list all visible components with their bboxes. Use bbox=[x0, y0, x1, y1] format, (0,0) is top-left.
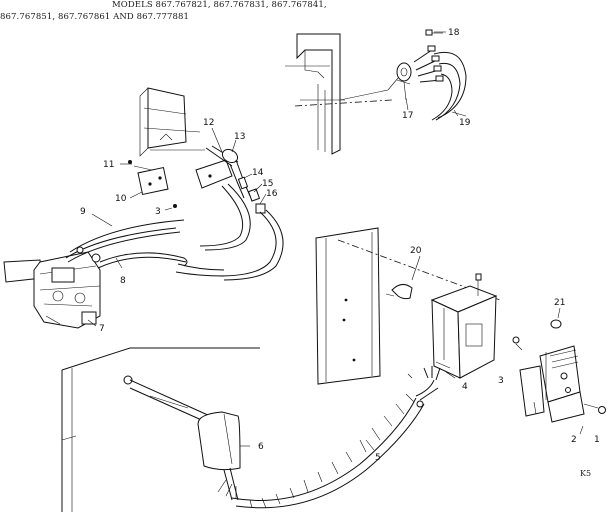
callout-3-upper: 3 bbox=[155, 207, 161, 217]
callout-leaders bbox=[87, 31, 584, 451]
callout-2: 2 bbox=[571, 435, 577, 445]
thermocouple-bracket-assembly bbox=[285, 29, 467, 155]
callout-13: 13 bbox=[234, 132, 245, 142]
callout-12: 12 bbox=[203, 118, 214, 128]
callout-15: 15 bbox=[262, 179, 273, 189]
limit-switch-assembly bbox=[519, 319, 606, 423]
control-panel-assembly bbox=[315, 227, 520, 385]
callout-8: 8 bbox=[120, 276, 126, 286]
callout-7: 7 bbox=[99, 324, 105, 334]
pilot-bracket-assembly bbox=[128, 87, 284, 281]
callout-20: 20 bbox=[410, 246, 422, 256]
callout-6: 6 bbox=[258, 442, 264, 452]
callout-11: 11 bbox=[103, 160, 114, 170]
callout-1: 1 bbox=[594, 435, 600, 445]
callout-14: 14 bbox=[252, 168, 264, 178]
callout-numbers: 1 2 3 3 4 5 6 7 8 9 10 11 12 13 14 15 16… bbox=[80, 28, 600, 463]
callout-19: 19 bbox=[459, 118, 471, 128]
callout-4: 4 bbox=[462, 382, 468, 392]
models-header-line-2: 867.767851, 867.767861 AND 867.777881 bbox=[0, 12, 190, 22]
page-code: K5 bbox=[580, 469, 592, 478]
callout-16: 16 bbox=[266, 189, 278, 199]
callout-18: 18 bbox=[448, 28, 460, 38]
callout-10: 10 bbox=[115, 194, 127, 204]
lower-conduit-assembly bbox=[61, 347, 441, 512]
models-header-line-1: MODELS 867.767821, 867.767831, 867.76784… bbox=[112, 0, 327, 10]
callout-5: 5 bbox=[375, 453, 381, 463]
gas-valve-assembly bbox=[3, 219, 225, 329]
callout-17: 17 bbox=[402, 111, 413, 121]
callout-9: 9 bbox=[80, 207, 86, 217]
callout-3-lower: 3 bbox=[498, 376, 504, 386]
callout-21: 21 bbox=[554, 298, 565, 308]
